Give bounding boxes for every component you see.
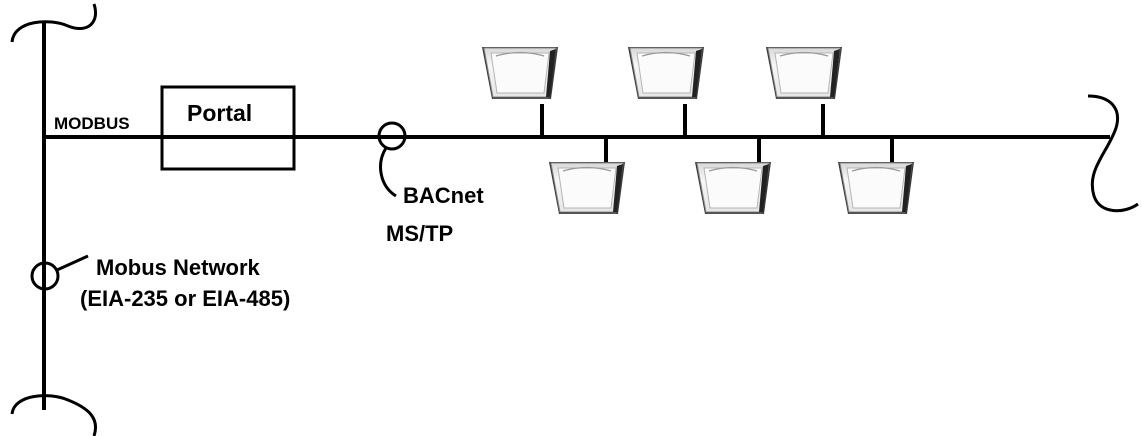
bacnet-connector-circle xyxy=(377,121,407,151)
network-label-line1: Mobus Network xyxy=(96,255,261,280)
portal-box xyxy=(160,85,296,171)
network-connector-circle xyxy=(30,261,60,291)
ceiling-diffuser-icon xyxy=(481,46,559,100)
break-symbol-bottom xyxy=(10,394,97,436)
bacnet-leader-line xyxy=(379,147,397,198)
device-top-2 xyxy=(627,46,705,137)
ceiling-diffuser-icon xyxy=(548,161,626,215)
break-symbol-right xyxy=(1087,94,1139,213)
device-bottom-2 xyxy=(694,137,772,215)
network-leader-line xyxy=(56,254,89,272)
device-top-1 xyxy=(481,46,559,137)
portal-label: Portal xyxy=(187,100,252,126)
ceiling-diffuser-icon xyxy=(765,46,843,100)
network-label-line2: (EIA-235 or EIA-485) xyxy=(80,286,290,311)
ceiling-diffuser-icon xyxy=(837,161,915,215)
device-bottom-3 xyxy=(837,137,915,215)
bacnet-label-line1: BACnet xyxy=(403,183,484,208)
ceiling-diffuser-icon xyxy=(627,46,705,100)
bacnet-label-line2: MS/TP xyxy=(386,221,453,246)
device-bottom-1 xyxy=(548,137,626,215)
break-symbol-top xyxy=(10,3,97,43)
modbus-label: MODBUS xyxy=(54,114,130,133)
device-top-3 xyxy=(765,46,843,137)
ceiling-diffuser-icon xyxy=(694,161,772,215)
